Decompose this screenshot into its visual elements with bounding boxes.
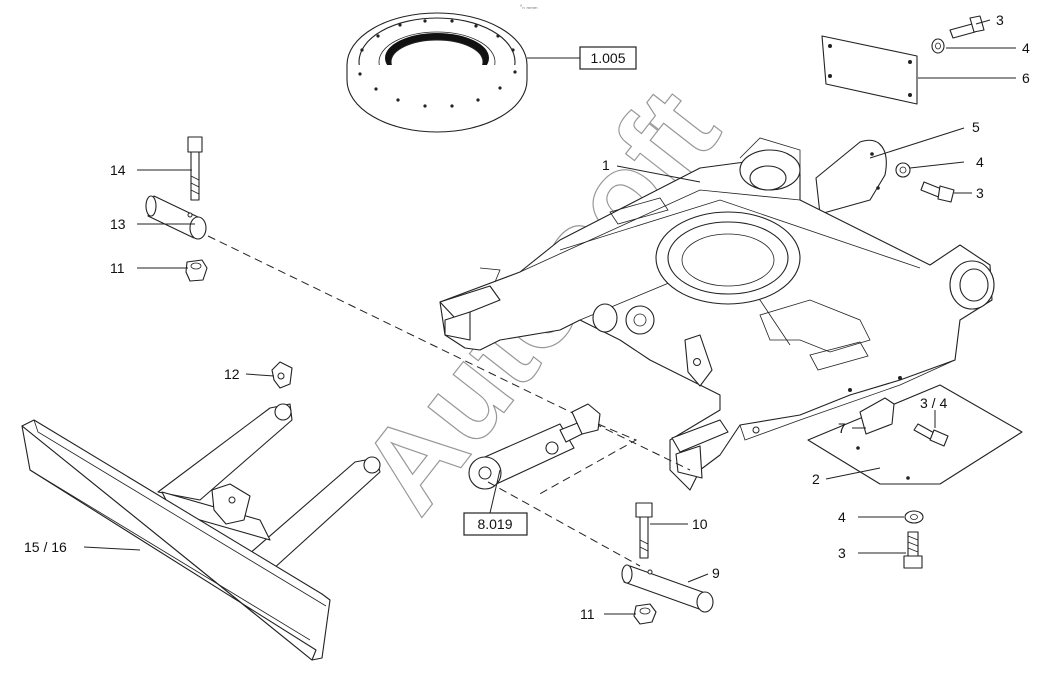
bolt-bottom bbox=[903, 531, 923, 569]
ref-1005: 1.005 bbox=[590, 50, 625, 66]
nut-11-bottom bbox=[633, 603, 657, 625]
pin-axis-bottom bbox=[487, 481, 641, 567]
corner-mark: °ₙ ₘₘₘ bbox=[520, 5, 538, 11]
label-4-top: 4 bbox=[1022, 40, 1030, 56]
small-cover-plate bbox=[859, 397, 895, 435]
cover-plate-side bbox=[815, 139, 887, 215]
washer-bottom bbox=[904, 510, 924, 524]
label-14: 14 bbox=[110, 162, 126, 178]
bolt-side bbox=[920, 181, 955, 203]
bolt-under-frame bbox=[913, 423, 949, 447]
hydraulic-cylinder bbox=[468, 403, 601, 490]
label-2: 2 bbox=[812, 471, 820, 487]
pin-9 bbox=[621, 564, 714, 613]
label-6: 6 bbox=[1022, 70, 1030, 86]
bolt-10 bbox=[635, 502, 653, 559]
label-5: 5 bbox=[972, 119, 980, 135]
label-11-left: 11 bbox=[110, 260, 125, 276]
slewing-ring bbox=[346, 12, 528, 133]
label-3-bottom: 3 bbox=[838, 545, 846, 561]
label-1: 1 bbox=[602, 157, 610, 173]
ref-box-1005 bbox=[579, 46, 637, 70]
dozer-blade-assembly bbox=[21, 403, 381, 661]
ref-box-8019 bbox=[463, 512, 528, 536]
label-11-bottom: 11 bbox=[580, 606, 595, 622]
pin-13 bbox=[145, 195, 207, 240]
ref-8019: 8.019 bbox=[477, 516, 512, 532]
label-3-4: 3 / 4 bbox=[920, 395, 947, 411]
label-15-16: 15 / 16 bbox=[24, 539, 67, 555]
part-labels: 3 4 6 5 4 3 1 14 13 11 12 3 / 4 7 2 4 3 … bbox=[24, 12, 1030, 622]
grease-fitting bbox=[271, 361, 293, 389]
label-4-mid: 4 bbox=[976, 154, 984, 170]
leader-lines bbox=[83, 19, 1016, 615]
label-10: 10 bbox=[692, 516, 708, 532]
bolt-14 bbox=[187, 136, 203, 201]
label-9: 9 bbox=[712, 565, 720, 581]
label-7: 7 bbox=[838, 420, 846, 436]
label-3-mid: 3 bbox=[976, 185, 984, 201]
label-3-top: 3 bbox=[996, 12, 1004, 28]
washer-side bbox=[895, 162, 911, 178]
bolt-top bbox=[949, 15, 985, 39]
label-13: 13 bbox=[110, 216, 126, 232]
pin-axis-left bbox=[207, 235, 691, 471]
cylinder-guide bbox=[535, 423, 638, 497]
washer-top bbox=[931, 38, 945, 54]
label-12: 12 bbox=[224, 366, 240, 382]
undercarriage-frame bbox=[439, 137, 995, 491]
nut-11-left bbox=[185, 259, 208, 282]
cover-plate-top bbox=[821, 35, 918, 105]
leader-8019 bbox=[489, 469, 501, 514]
label-4-bottom: 4 bbox=[838, 509, 846, 525]
